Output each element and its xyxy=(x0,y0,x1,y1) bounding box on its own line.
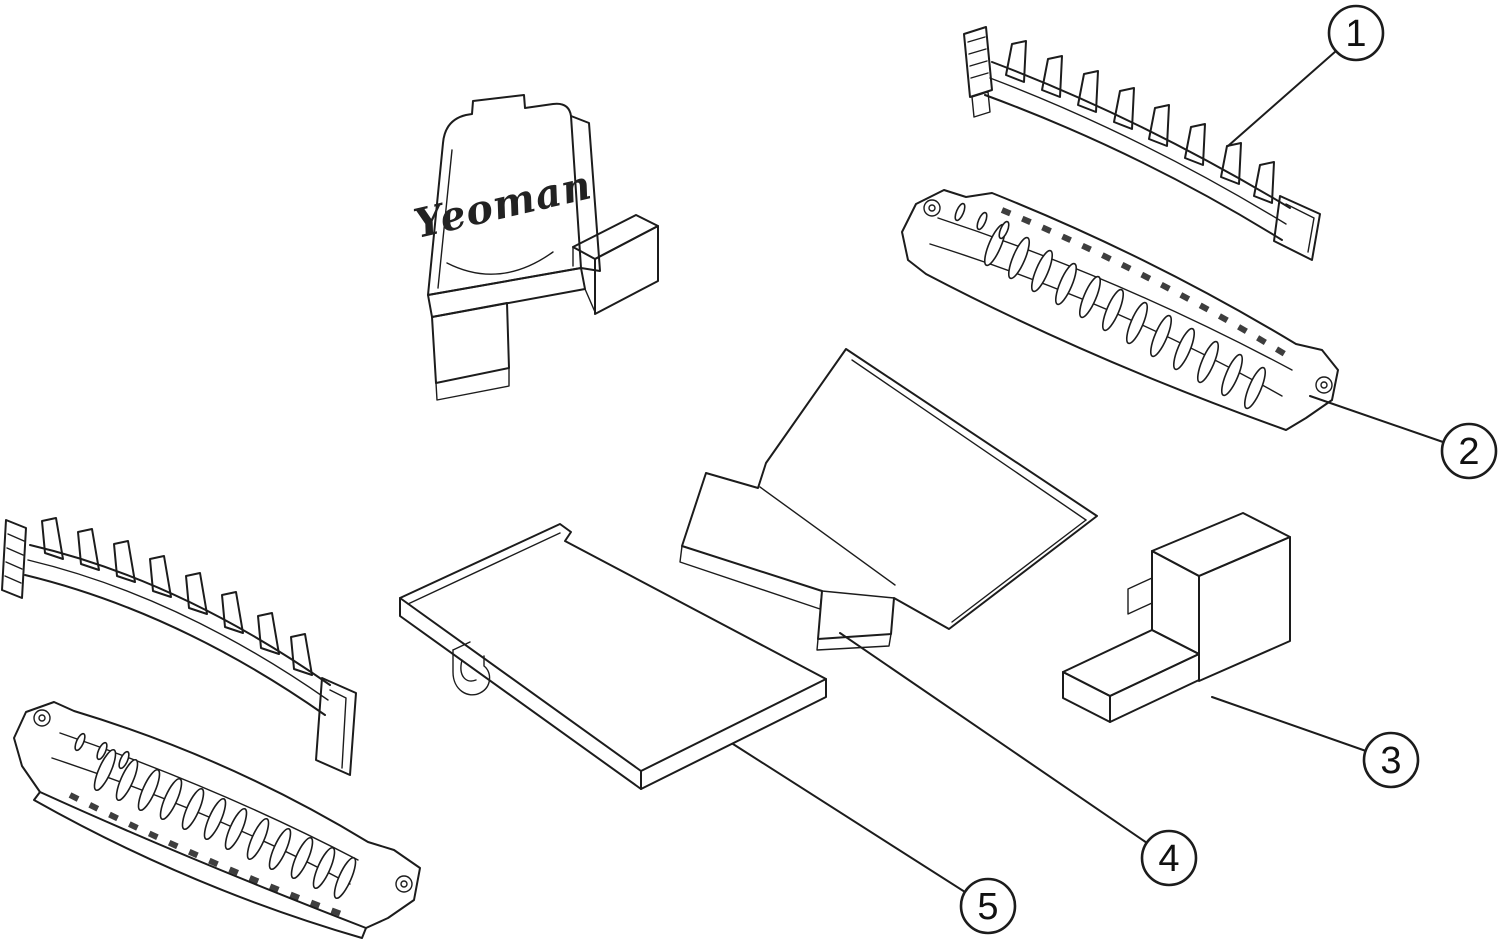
leader-line-4 xyxy=(839,632,1148,844)
grate-left-small-slots xyxy=(74,732,130,770)
callout-1[interactable]: 1 xyxy=(1227,4,1385,147)
fret-left-rail-bottom xyxy=(24,574,326,716)
back-brick-wing-edge xyxy=(572,246,596,313)
back-brick-skirt xyxy=(431,302,510,384)
fret-right-teeth xyxy=(1005,40,1275,204)
fret-left-teeth xyxy=(41,517,313,676)
callout-3[interactable]: 3 xyxy=(1211,696,1420,789)
fret-right-rail-bottom xyxy=(984,94,1283,241)
callout-4[interactable]: 4 xyxy=(839,632,1198,887)
callout-4-circle[interactable] xyxy=(1140,829,1198,887)
part-throat-plate xyxy=(679,348,1098,651)
fret-left-bracket xyxy=(1,519,27,599)
side-brick-inner-edge xyxy=(1151,575,1200,655)
callout-1-circle[interactable] xyxy=(1327,4,1385,62)
fret-right-bracket-hatch xyxy=(967,36,989,79)
callout-2[interactable]: 2 xyxy=(1309,395,1498,480)
baffle-clip xyxy=(452,641,491,696)
fret-left-rail-mid xyxy=(27,559,329,701)
callout-2-circle[interactable] xyxy=(1440,422,1498,480)
leader-line-2 xyxy=(1309,395,1444,443)
callout-5[interactable]: 5 xyxy=(732,743,1017,935)
back-brick-skirt-lip xyxy=(435,367,510,401)
part-baffle-plate xyxy=(399,523,827,790)
fret-right-end-block-inner xyxy=(1285,203,1315,253)
brand-flourish xyxy=(446,251,554,275)
fret-right-rail-mid xyxy=(989,77,1287,225)
grate-left-slots xyxy=(93,748,357,900)
grate-left-lower-rim xyxy=(33,791,367,939)
callout-3-label: 3 xyxy=(1380,740,1401,782)
side-brick-front-face xyxy=(1151,550,1200,655)
grate-right-lug-bosses xyxy=(923,199,1333,394)
throat-plate-outline xyxy=(681,348,1098,640)
back-brick-panel-thickness xyxy=(570,115,601,272)
fret-left-end-block-inner xyxy=(329,689,347,769)
fret-left-bracket-hatch xyxy=(4,533,25,584)
grate-right-outline xyxy=(901,189,1339,431)
side-brick-tab xyxy=(1127,577,1153,615)
baffle-inner-rim xyxy=(407,532,561,605)
leader-line-5 xyxy=(732,743,966,893)
leader-line-1 xyxy=(1227,50,1337,147)
back-brick-wing-front xyxy=(594,225,659,315)
callout-3-circle[interactable] xyxy=(1362,731,1420,789)
part-back-brick: Yeoman xyxy=(410,94,659,401)
callout-5-circle[interactable] xyxy=(959,877,1017,935)
part-fret-top-right xyxy=(963,26,1321,261)
grate-right-rim-top xyxy=(937,217,1293,371)
side-brick-right-face xyxy=(1198,536,1291,682)
fret-right-end-block xyxy=(1273,195,1321,261)
grate-right-notch-row xyxy=(1000,207,1290,359)
brand-logo-text: Yeoman xyxy=(410,161,596,247)
fret-left-rail-top xyxy=(29,544,331,686)
callout-5-label: 5 xyxy=(977,886,998,928)
grate-left-outline xyxy=(13,701,421,929)
grate-left-lug-bosses xyxy=(33,709,413,893)
part-fret-left xyxy=(1,517,357,776)
throat-plate-details xyxy=(679,359,1087,651)
leader-line-3 xyxy=(1211,696,1367,752)
part-side-brick xyxy=(1062,512,1291,723)
callout-2-label: 2 xyxy=(1458,431,1479,473)
part-grate-left xyxy=(13,701,421,939)
back-brick-panel-outline xyxy=(427,94,582,296)
fret-right-bracket xyxy=(963,26,993,98)
fret-left-end-block xyxy=(315,677,357,776)
baffle-thickness xyxy=(399,597,827,790)
grate-left-rim-bottom xyxy=(51,757,351,885)
callout-4-label: 4 xyxy=(1158,838,1179,880)
baffle-top-face xyxy=(399,523,827,772)
fret-right-bracket-foot xyxy=(971,91,991,118)
fret-right-rail-top xyxy=(991,61,1291,209)
grate-right-small-slots xyxy=(954,202,1010,240)
callout-1-label: 1 xyxy=(1345,13,1366,55)
back-brick-wing-top xyxy=(572,214,659,260)
back-brick-panel-innerline xyxy=(437,149,453,289)
side-brick-base-front xyxy=(1062,671,1111,723)
side-brick-base-right xyxy=(1109,653,1200,723)
part-grate-right xyxy=(901,189,1339,431)
grate-left-notch-row xyxy=(68,792,354,921)
